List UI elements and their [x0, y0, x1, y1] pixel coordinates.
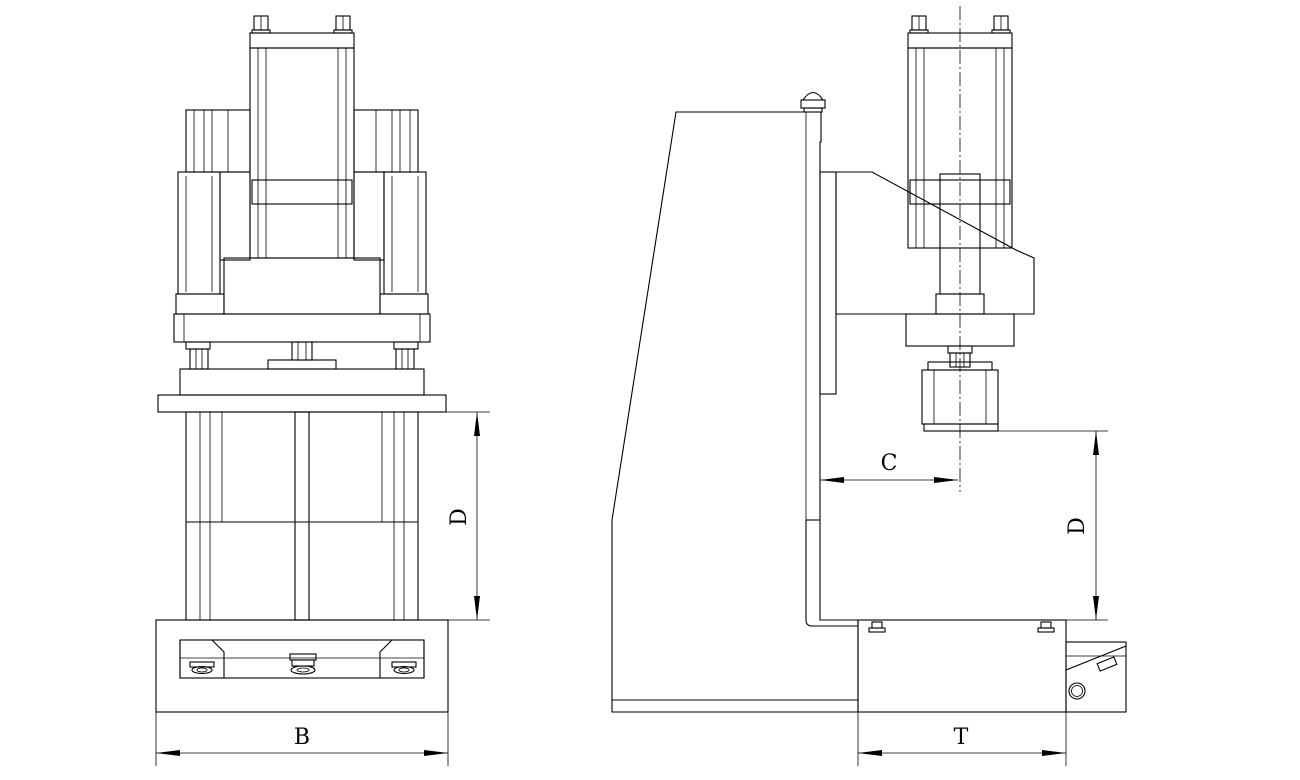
side-dim-d-label: D [1065, 517, 1090, 535]
front-base [155, 619, 449, 713]
front-dim-b-label: B [294, 725, 310, 750]
side-dim-c-label: C [881, 451, 898, 476]
cylinder-top-cap [249, 32, 355, 49]
side-view: C D T [611, 6, 1127, 766]
guide-rod-stub-right [393, 341, 419, 370]
guide-foot-right [379, 293, 429, 315]
cylinder-body [249, 47, 355, 259]
lower-frame [185, 411, 419, 621]
side-dimension-d [998, 430, 1108, 621]
side-dimension-t [857, 712, 1067, 766]
c-frame-body [611, 111, 859, 713]
side-dimension-c [820, 477, 958, 483]
top-cap-nut [800, 91, 826, 113]
foot-pad-left [189, 661, 215, 675]
side-die [921, 369, 999, 432]
front-view: D B [155, 15, 490, 766]
side-base [857, 619, 1067, 713]
head-arm [819, 171, 1035, 395]
foot-pad-right [391, 661, 417, 675]
top-nut-left [251, 15, 271, 34]
guide-rod-stub-left [185, 341, 211, 370]
front-dimension-b [155, 712, 449, 766]
c-frame-throat [805, 520, 858, 627]
front-dimension-d [446, 411, 490, 621]
punch-tool [267, 341, 337, 370]
side-top-nut-right [991, 15, 1011, 34]
bolster-plate [179, 368, 425, 396]
guide-cylinder-left [177, 171, 251, 295]
top-nut-right [333, 15, 353, 34]
control-box [1065, 641, 1127, 713]
side-cylinder [907, 32, 1013, 249]
guide-cylinder-right [353, 171, 427, 295]
side-top-nut-left [909, 15, 929, 34]
crosshead-plate [173, 313, 431, 343]
column-left-upper [185, 109, 251, 173]
table-plate [157, 394, 447, 413]
column-right-upper [353, 109, 419, 173]
guide-foot-left [175, 293, 225, 315]
cylinder-band [251, 179, 353, 205]
side-dim-t-label: T [954, 725, 969, 750]
ram-block [223, 257, 381, 315]
front-dim-d-label: D [447, 508, 472, 526]
foot-pad-center [289, 653, 317, 675]
